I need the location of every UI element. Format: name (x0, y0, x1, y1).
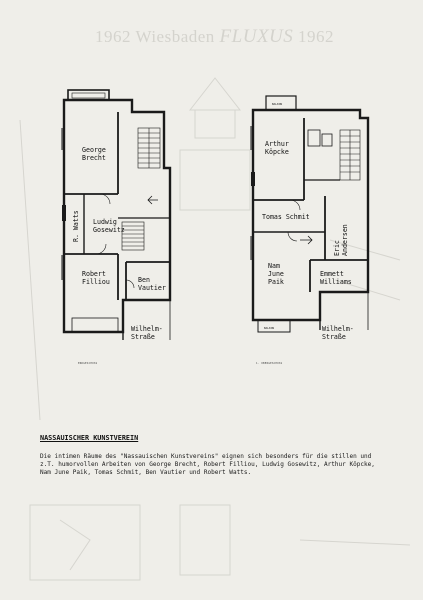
room-tomas-schmit: Tomas Schmit (262, 213, 310, 221)
ghost-city: Wiesbaden (135, 27, 215, 46)
ghost-year-right: 1962 (298, 27, 335, 46)
ghost-fluxus: FLUXUS (219, 26, 294, 47)
balcony-tag-top: BALKON (272, 102, 283, 106)
body-paragraph: Die intimen Räume des "Nassauischen Kuns… (40, 453, 375, 477)
street-label-right: Wilhelm-Straße (322, 325, 354, 341)
room-r-watts: R. Watts (72, 210, 80, 242)
faded-fluxus-poster-title: 1962 Wiesbaden FLUXUS 1962 (95, 26, 334, 48)
balcony-tag-bottom: BALKON (264, 326, 275, 330)
ghost-year-left: 1962 (95, 27, 131, 46)
section-heading: NASSAUISCHER KUNSTVEREIN (40, 434, 139, 442)
street-label-left: Wilhelm-Straße (131, 325, 163, 341)
caption-right-plan: 1. OBERGESCHOSS (256, 362, 283, 365)
right-floor-plan (250, 95, 370, 333)
caption-left-plan: ERDGESCHOSS (78, 362, 98, 365)
left-floor-plan (61, 89, 172, 340)
